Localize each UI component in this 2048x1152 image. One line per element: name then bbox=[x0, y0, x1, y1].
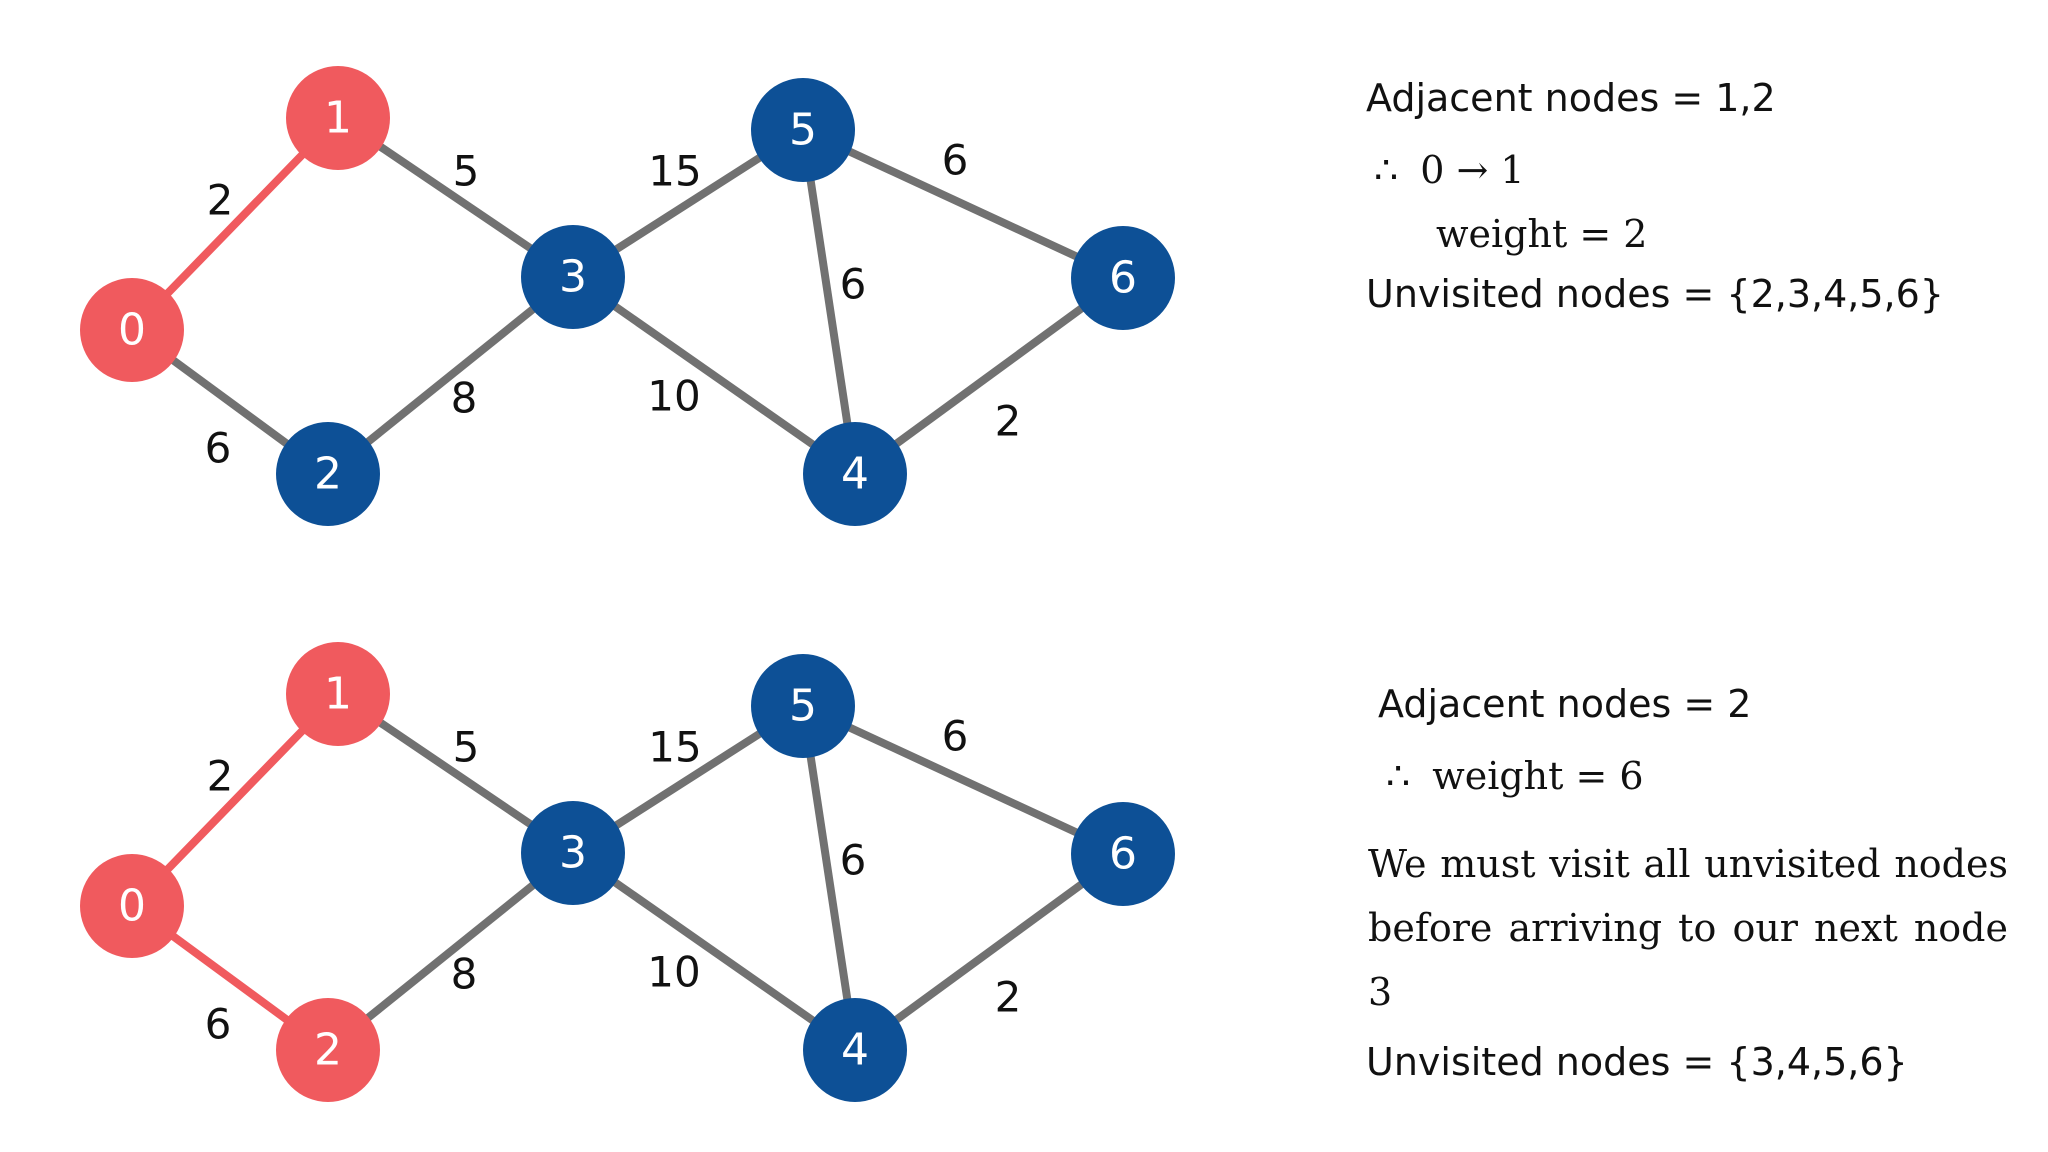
edge-weight-3-5: 15 bbox=[648, 147, 701, 196]
graph-step-2: 2 6 5 8 15 10 6 6 2 0 1 2 3 4 5 6 bbox=[80, 642, 1175, 1102]
node-4 bbox=[803, 422, 907, 526]
edge-5-6 bbox=[801, 702, 1125, 858]
node-0 bbox=[80, 854, 184, 958]
node-label-5: 5 bbox=[789, 681, 817, 732]
node-label-0: 0 bbox=[118, 305, 146, 356]
edge-weight-5-6: 6 bbox=[942, 136, 969, 185]
edge-weight-0-2: 6 bbox=[205, 1000, 232, 1049]
node-2 bbox=[276, 422, 380, 526]
node-label-4: 4 bbox=[841, 449, 869, 500]
edge-weight-0-1: 2 bbox=[207, 752, 234, 801]
node-6 bbox=[1071, 802, 1175, 906]
node-label-3: 3 bbox=[559, 828, 587, 879]
edge-weight-5-6: 6 bbox=[942, 712, 969, 761]
node-4 bbox=[803, 998, 907, 1102]
therefore-symbol: ∴ bbox=[1374, 148, 1399, 192]
edge-3-4 bbox=[570, 273, 858, 478]
edge-weight-2-3: 8 bbox=[451, 374, 478, 423]
edge-4-6 bbox=[852, 274, 1126, 478]
node-label-1: 1 bbox=[324, 669, 352, 720]
edge-5-4 bbox=[799, 129, 859, 475]
graph-step-1: 2 6 5 8 15 10 6 6 2 0 1 2 3 4 5 6 bbox=[80, 66, 1175, 526]
edge-2-3 bbox=[325, 849, 576, 1054]
edge-weight-5-4: 6 bbox=[840, 260, 867, 309]
node-1 bbox=[286, 66, 390, 170]
node-label-2: 2 bbox=[314, 1025, 342, 1076]
node-label-0: 0 bbox=[118, 881, 146, 932]
edge-5-4 bbox=[799, 705, 859, 1051]
weight-value: weight = 6 bbox=[1432, 754, 1644, 798]
edge-2-3 bbox=[325, 273, 576, 478]
node-3 bbox=[521, 225, 625, 329]
node-5 bbox=[751, 654, 855, 758]
explanation-text: We must visit all unvisited nodes before… bbox=[1368, 842, 2008, 1014]
therefore-symbol: ∴ bbox=[1386, 754, 1411, 798]
node-3 bbox=[521, 801, 625, 905]
path-value: 0 → 1 bbox=[1420, 148, 1525, 192]
edge-weight-3-4: 10 bbox=[647, 948, 700, 997]
weight-text: ∴ weight = 6 bbox=[1386, 754, 1644, 798]
adjacent-nodes-text: Adjacent nodes = 2 bbox=[1378, 682, 1752, 726]
adjacent-nodes-text: Adjacent nodes = 1,2 bbox=[1366, 76, 1776, 120]
edge-weight-1-3: 5 bbox=[453, 147, 480, 196]
edge-weight-4-6: 2 bbox=[995, 973, 1022, 1022]
step-2-panel: 2 6 5 8 15 10 6 6 2 0 1 2 3 4 5 6 Adjacent nodes = 2 ∴ w… bbox=[0, 576, 2048, 1152]
node-0 bbox=[80, 278, 184, 382]
node-label-3: 3 bbox=[559, 252, 587, 303]
weight-text: weight = 2 bbox=[1436, 212, 1648, 256]
node-label-6: 6 bbox=[1109, 253, 1137, 304]
node-5 bbox=[751, 78, 855, 182]
edge-weight-5-4: 6 bbox=[840, 836, 867, 885]
node-6 bbox=[1071, 226, 1175, 330]
edge-weight-3-5: 15 bbox=[648, 723, 701, 772]
edge-weight-0-2: 6 bbox=[205, 424, 232, 473]
unvisited-nodes-text: Unvisited nodes = {3,4,5,6} bbox=[1366, 1040, 1908, 1084]
edge-3-4 bbox=[570, 849, 858, 1054]
node-2 bbox=[276, 998, 380, 1102]
node-label-1: 1 bbox=[324, 93, 352, 144]
node-1 bbox=[286, 642, 390, 746]
unvisited-nodes-text: Unvisited nodes = {2,3,4,5,6} bbox=[1366, 272, 1944, 316]
node-label-2: 2 bbox=[314, 449, 342, 500]
node-label-6: 6 bbox=[1109, 829, 1137, 880]
edge-weight-1-3: 5 bbox=[453, 723, 480, 772]
path-text: ∴ 0 → 1 bbox=[1374, 148, 1525, 192]
edge-4-6 bbox=[852, 850, 1126, 1054]
edge-weight-0-1: 2 bbox=[207, 176, 234, 225]
edge-weight-3-4: 10 bbox=[647, 372, 700, 421]
edge-weight-2-3: 8 bbox=[451, 950, 478, 999]
node-label-5: 5 bbox=[789, 105, 817, 156]
edge-5-6 bbox=[801, 126, 1125, 282]
edge-weight-4-6: 2 bbox=[995, 397, 1022, 446]
node-label-4: 4 bbox=[841, 1025, 869, 1076]
